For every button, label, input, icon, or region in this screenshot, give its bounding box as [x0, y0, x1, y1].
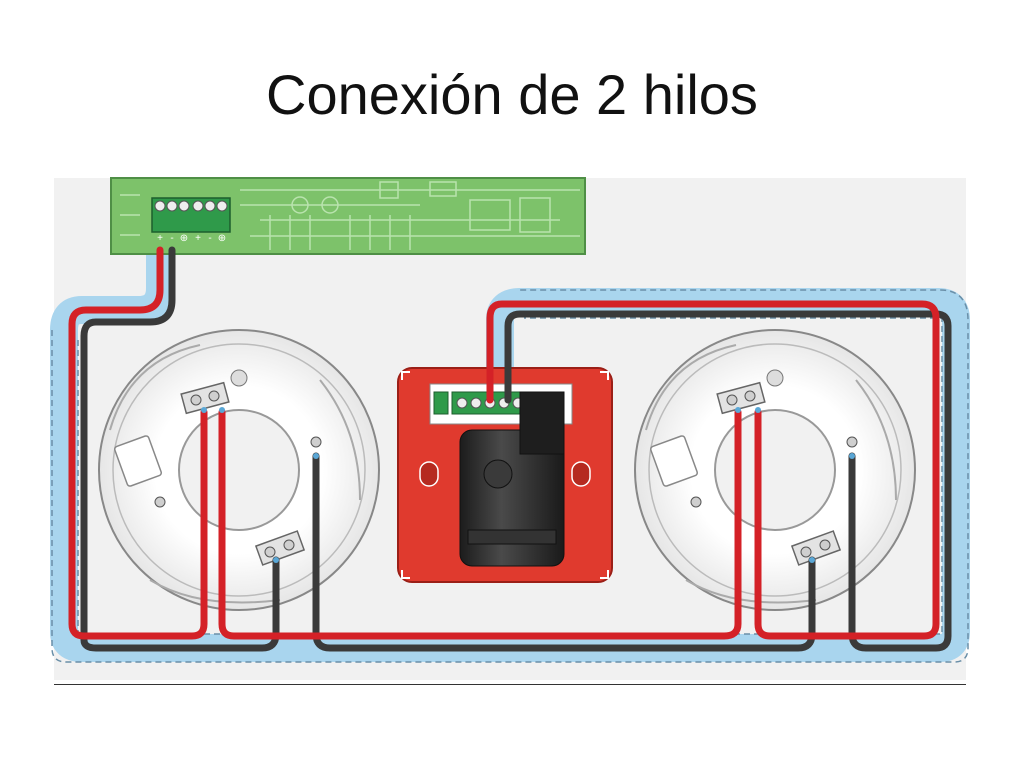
- panel-terminal-label: ⊕: [180, 233, 188, 244]
- cable-sheath-dashes: [51, 289, 969, 663]
- panel-terminal-label: ⊕: [218, 233, 226, 244]
- panel-terminal-block: [151, 197, 231, 233]
- panel-terminal-label: -: [170, 233, 173, 244]
- base-terminal: [180, 381, 230, 415]
- panel-terminal-screws: [154, 200, 228, 212]
- sounder: [397, 367, 613, 583]
- negative-wires: [80, 246, 952, 652]
- detector-base-right: [634, 329, 916, 611]
- detector-base-left: [98, 329, 380, 611]
- base-terminal: [716, 381, 766, 415]
- bottom-divider: [54, 684, 966, 685]
- panel-terminal-label: +: [195, 233, 201, 244]
- panel-terminal-label: -: [208, 233, 211, 244]
- slide-title: Conexión de 2 hilos: [266, 63, 758, 126]
- panel-terminal-label: +: [157, 233, 163, 244]
- positive-wires: [68, 246, 940, 640]
- control-panel-board: + - ⊕ + - ⊕: [110, 177, 586, 255]
